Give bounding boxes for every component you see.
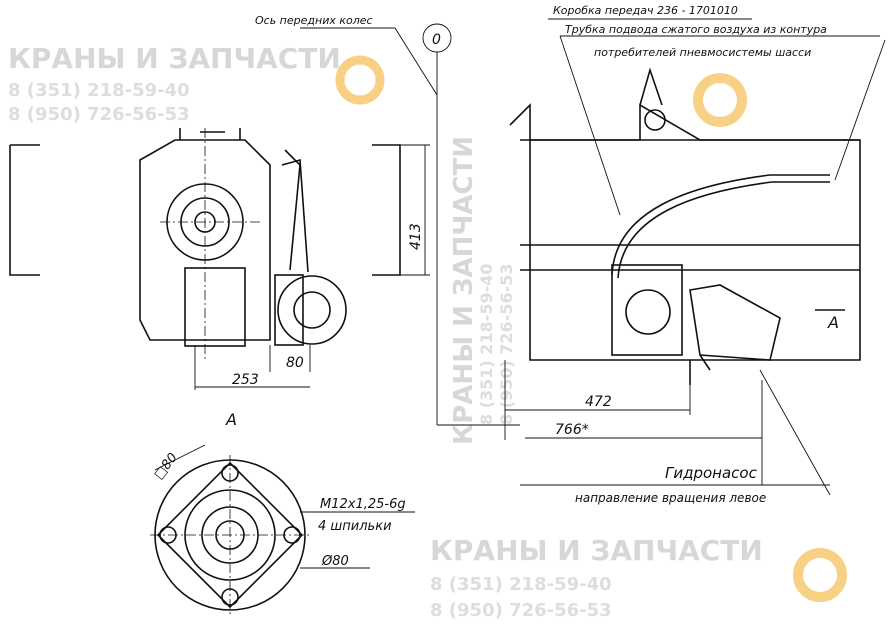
watermark-phone2: 8 (950) 726-56-53	[497, 263, 516, 425]
watermark-brand: КРАНЫ И ЗАПЧАСТИ	[8, 42, 341, 75]
axle-marker-circle	[422, 23, 452, 53]
front-axle-label: Ось передних колес	[255, 14, 373, 27]
flange-view-a: A □80	[150, 410, 415, 615]
watermark-group-top-left: КРАНЫ И ЗАПЧАСТИ 8 (351) 218-59-40 8 (95…	[8, 42, 385, 125]
square-80-label: □80	[151, 451, 181, 483]
dim-80: 80	[286, 355, 304, 371]
diameter-label: Ø80	[321, 554, 349, 569]
watermark-logo-icon	[793, 548, 847, 602]
watermark-phone2: 8 (950) 726-56-53	[8, 104, 190, 125]
studs-label: 4 шпильки	[318, 519, 392, 534]
watermark-brand: КРАНЫ И ЗАПЧАСТИ	[430, 534, 763, 567]
dim-413: 413	[408, 223, 424, 250]
front-axle-line	[300, 27, 520, 426]
thread-label: M12x1,25-6g	[320, 497, 406, 512]
dim-253: 253	[232, 372, 259, 388]
watermark-group-bottom-right: КРАНЫ И ЗАПЧАСТИ 8 (351) 218-59-40 8 (95…	[430, 534, 847, 621]
tube-label-line1: Трубка подвода сжатого воздуха из контур…	[565, 23, 827, 36]
tube-label-line2: потребителей пневмосистемы шасси	[594, 46, 811, 59]
pump-label: Гидронасос	[665, 464, 758, 482]
watermark-group-center: КРАНЫ И ЗАПЧАСТИ 8 (351) 218-59-40 8 (95…	[449, 73, 747, 445]
watermark: КРАНЫ И ЗАПЧАСТИ 8 (351) 218-59-40 8 (95…	[8, 42, 847, 621]
dim-472: 472	[585, 394, 612, 410]
rotation-label: направление вращения левое	[575, 491, 766, 505]
watermark-phone1: 8 (351) 218-59-40	[477, 263, 496, 425]
watermark-phone1: 8 (351) 218-59-40	[430, 574, 612, 595]
gearbox-label: Коробка передач 236 - 1701010	[553, 4, 738, 17]
dim-766: 766*	[555, 422, 589, 438]
view-a-side-label: A	[827, 313, 839, 332]
watermark-brand: КРАНЫ И ЗАПЧАСТИ	[449, 136, 479, 445]
axle-marker: 0	[432, 32, 441, 48]
watermark-phone2: 8 (950) 726-56-53	[430, 600, 612, 621]
gearbox-assembly: A	[509, 67, 861, 385]
watermark-logo-icon	[693, 73, 747, 127]
watermark-phone1: 8 (351) 218-59-40	[8, 80, 190, 101]
left-assembly	[9, 128, 430, 390]
watermark-logo-icon	[335, 55, 385, 105]
view-a-top-label: A	[225, 410, 237, 429]
